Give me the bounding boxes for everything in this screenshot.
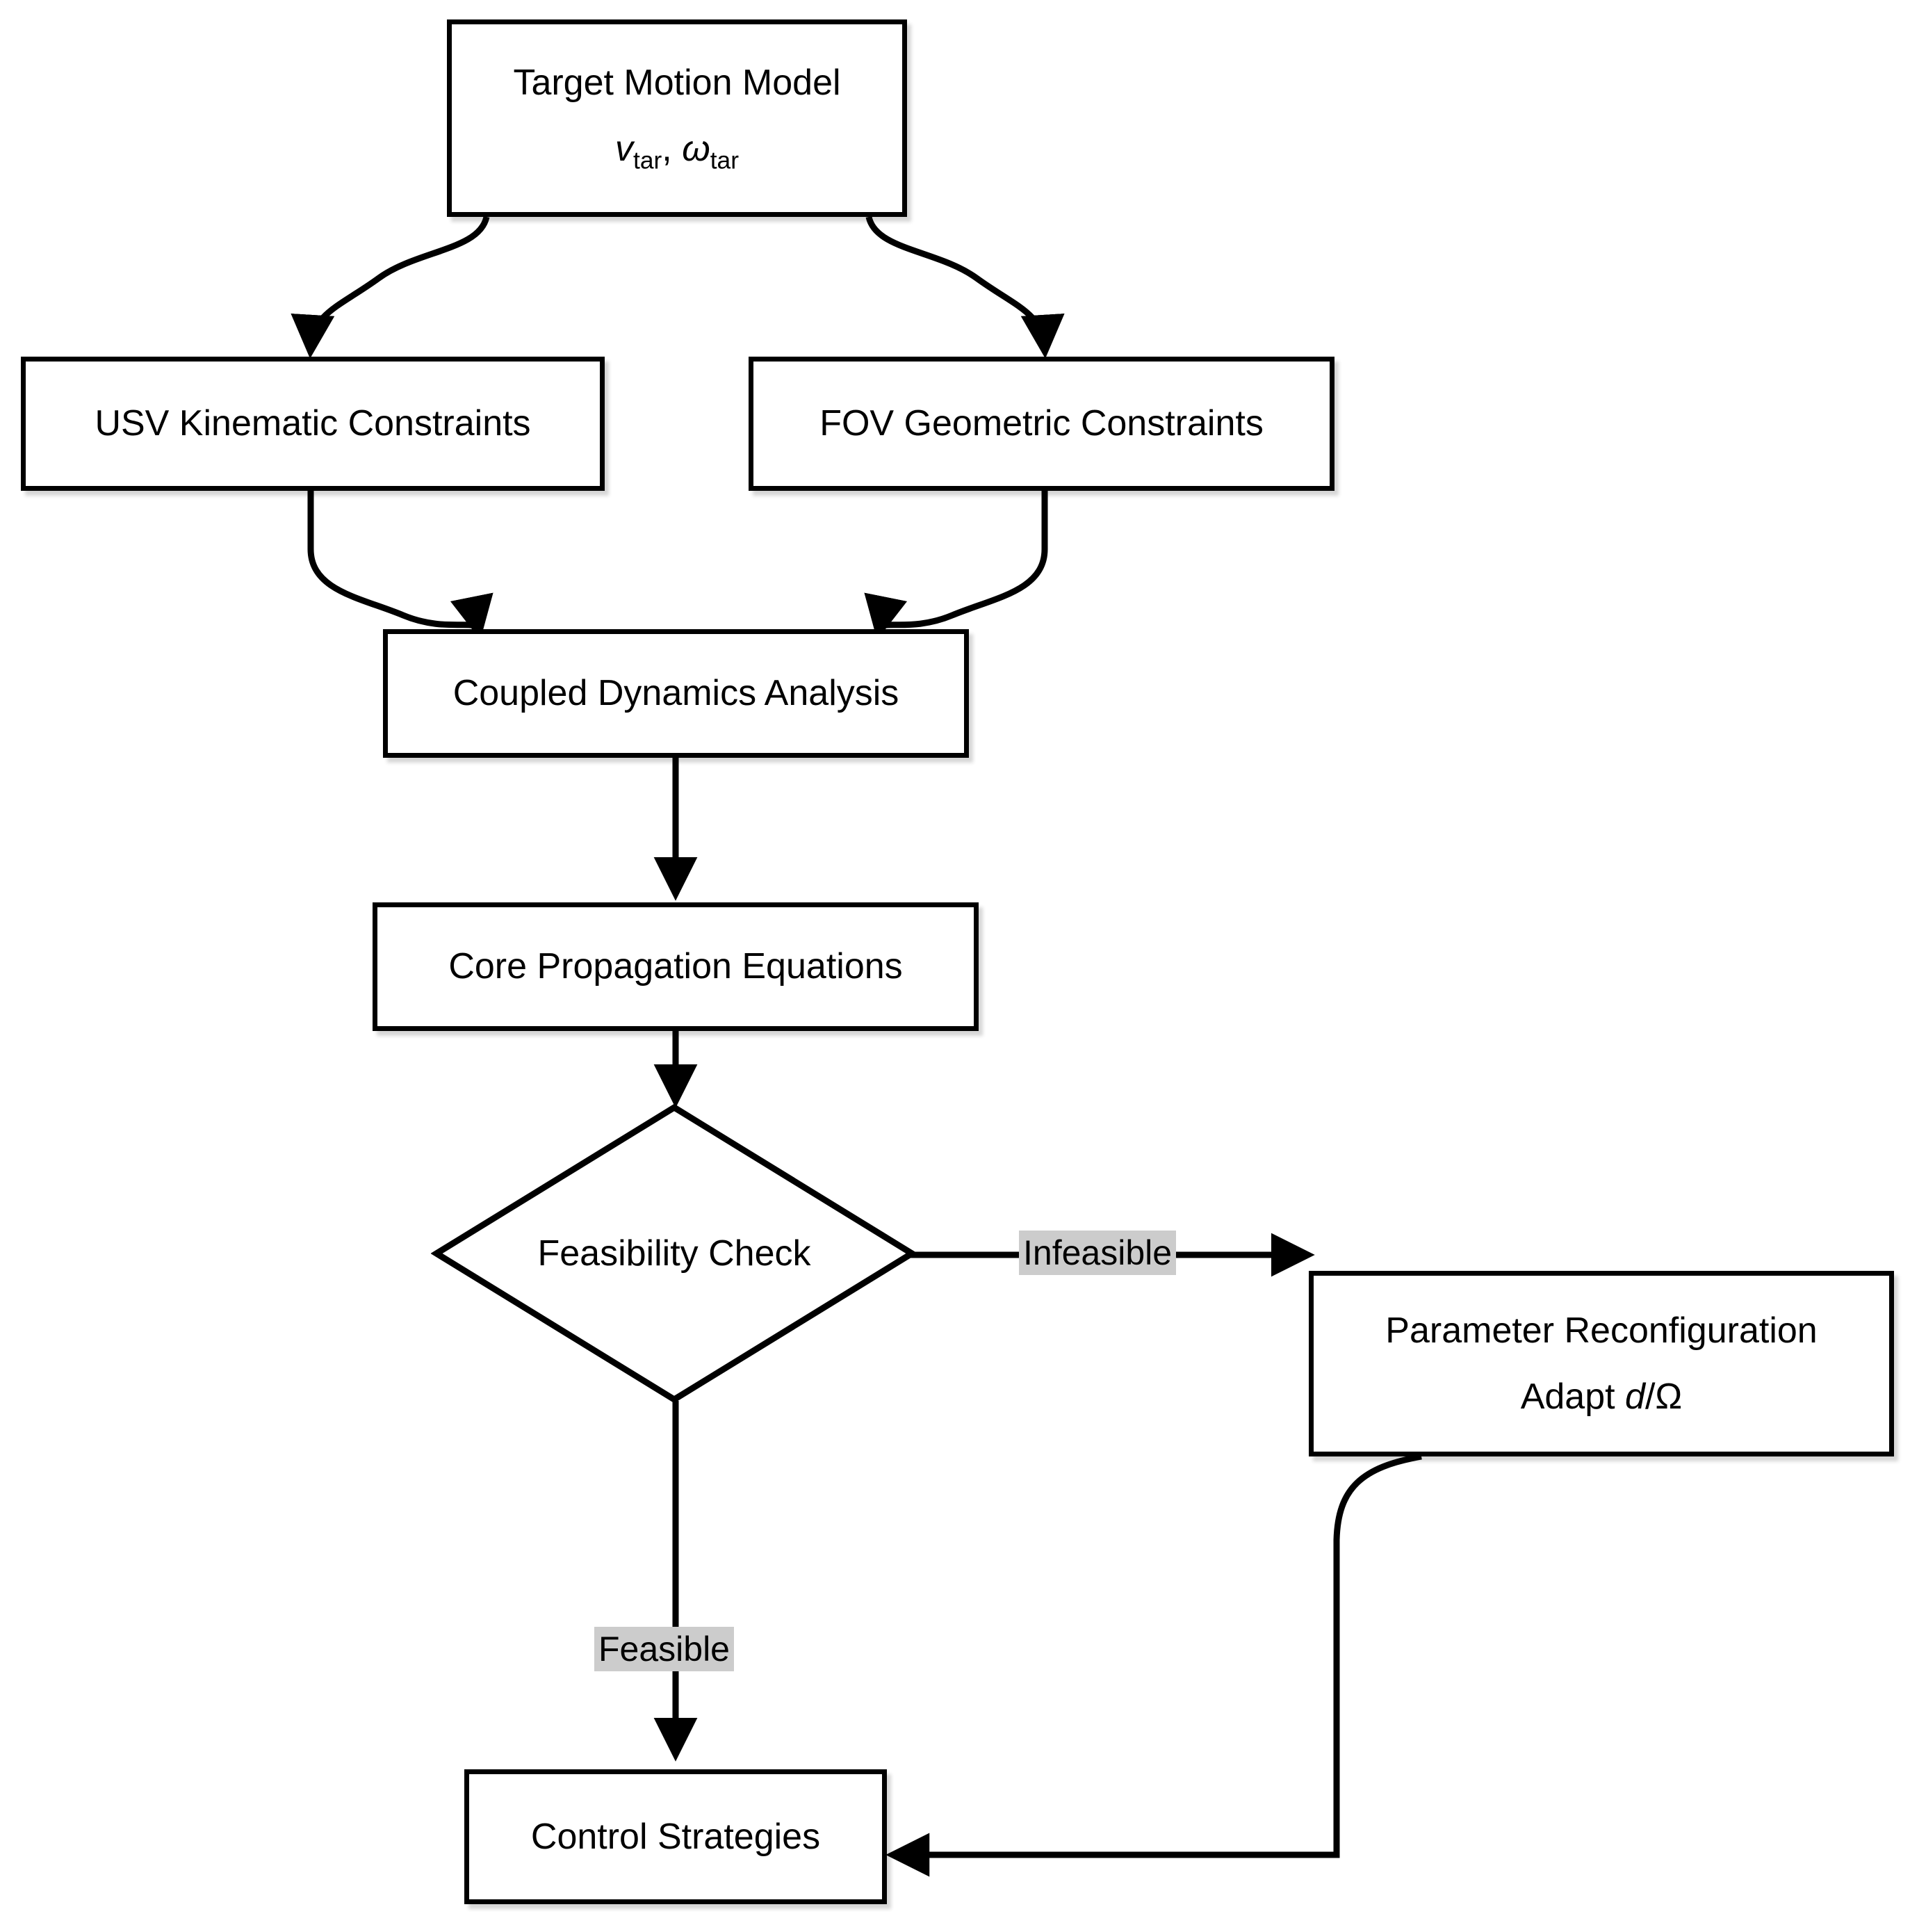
edge-target-motion-to-usv bbox=[291, 216, 490, 359]
node-fov-geometric-constraints-title: FOV Geometric Constraints bbox=[819, 403, 1264, 444]
var-v-symbol: v bbox=[615, 128, 634, 169]
node-parameter-reconfiguration[interactable]: Parameter Reconfiguration Adapt d/Ω bbox=[1309, 1271, 1894, 1456]
feasibility-check-diamond-shape bbox=[430, 1103, 918, 1404]
node-fov-geometric-constraints[interactable]: FOV Geometric Constraints bbox=[749, 357, 1334, 491]
node-control-strategies-title: Control Strategies bbox=[530, 1816, 821, 1857]
node-usv-kinematic-constraints[interactable]: USV Kinematic Constraints bbox=[21, 357, 605, 491]
edge-label-feasible: Feasible bbox=[594, 1627, 734, 1671]
var-omega-subscript: tar bbox=[710, 147, 739, 174]
node-core-propagation-equations[interactable]: Core Propagation Equations bbox=[373, 902, 979, 1031]
adapt-text: Adapt bbox=[1520, 1376, 1626, 1417]
edge-label-infeasible: Infeasible bbox=[1019, 1231, 1177, 1275]
edge-parameter-to-control bbox=[885, 1453, 1422, 1877]
node-core-propagation-equations-title: Core Propagation Equations bbox=[448, 946, 903, 987]
var-capital-omega-symbol: Ω bbox=[1655, 1376, 1683, 1417]
node-parameter-reconfiguration-title: Parameter Reconfiguration bbox=[1385, 1310, 1818, 1351]
var-v-subscript: tar bbox=[633, 147, 662, 174]
var-d-symbol: d bbox=[1625, 1376, 1645, 1417]
node-feasibility-check[interactable]: Feasibility Check bbox=[430, 1102, 918, 1405]
node-target-motion-model-vars: vtar, ωtar bbox=[615, 127, 739, 177]
node-target-motion-model[interactable]: Target Motion Model vtar, ωtar bbox=[447, 19, 907, 217]
node-coupled-dynamics-analysis-title: Coupled Dynamics Analysis bbox=[452, 673, 899, 713]
var-separator: , bbox=[662, 128, 683, 169]
edge-usv-to-coupled bbox=[307, 491, 493, 640]
adapt-slash: / bbox=[1644, 1376, 1656, 1417]
var-omega-symbol: ω bbox=[682, 128, 710, 169]
node-usv-kinematic-constraints-title: USV Kinematic Constraints bbox=[95, 403, 531, 444]
node-parameter-reconfiguration-adapt: Adapt d/Ω bbox=[1521, 1374, 1683, 1420]
edge-fov-to-coupled bbox=[864, 491, 1048, 640]
node-target-motion-model-title: Target Motion Model bbox=[513, 62, 841, 103]
node-control-strategies[interactable]: Control Strategies bbox=[464, 1769, 887, 1904]
edge-target-motion-to-fov bbox=[865, 216, 1065, 359]
node-coupled-dynamics-analysis[interactable]: Coupled Dynamics Analysis bbox=[383, 629, 969, 758]
